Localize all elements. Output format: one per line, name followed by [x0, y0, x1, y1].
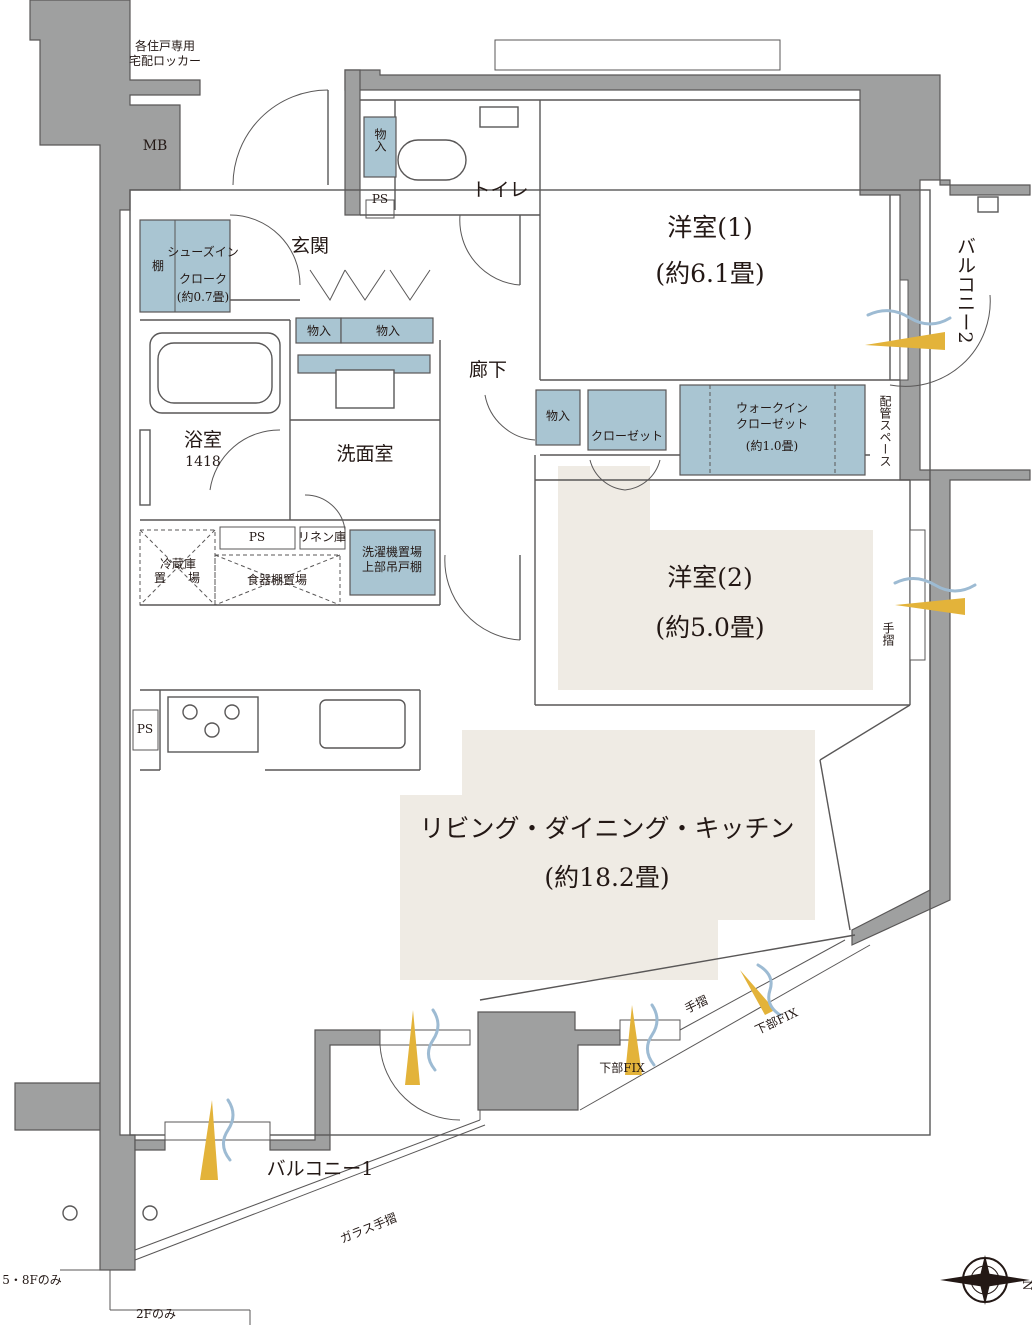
western-room-2-size: (約5.0畳): [655, 613, 764, 642]
entrance-label: 玄関: [291, 235, 329, 257]
entry-storage-1-label: 物入: [307, 324, 331, 338]
doors: [209, 89, 991, 1121]
floor-note-1: 5・8Fのみ: [2, 1273, 62, 1287]
storage-blocks: [139, 116, 866, 596]
ldk-floor: [400, 730, 815, 980]
handrail-east-label: 手摺: [881, 622, 895, 646]
wic-label-1: ウォークイン: [736, 401, 808, 415]
bath-size: 1418: [185, 454, 221, 470]
washer-label-2: 上部吊戸棚: [362, 559, 422, 574]
toilet-ps-label: PS: [372, 192, 388, 206]
wic-label-2: クローゼット: [736, 417, 808, 431]
balcony-2-label: バルコニー2: [954, 236, 976, 343]
fridge-label-1: 冷蔵庫: [160, 557, 196, 571]
wash-ps-label: PS: [249, 530, 265, 544]
walls: [14, 0, 1031, 1271]
western-room-1-size: (約6.1畳): [655, 259, 764, 288]
entry-storage-2-label: 物入: [376, 324, 400, 338]
toilet-label: トイレ: [471, 179, 528, 201]
fix-lower-2-label: 下部FIX: [752, 1004, 800, 1037]
mb-label: MB: [143, 138, 168, 154]
compass-icon: [940, 1255, 1030, 1305]
fridge-label-3: 場: [188, 571, 200, 585]
shelf-label: 棚: [152, 258, 164, 273]
linen-label: リネン庫: [298, 530, 346, 544]
dish-shelf-label: 食器棚置場: [247, 572, 307, 587]
ldk-name: リビング・ダイニング・キッチン: [419, 814, 794, 843]
fix-lower-1-label: 下部FIX: [599, 1060, 645, 1075]
floor-note-2: 2Fのみ: [136, 1307, 176, 1321]
bath-label: 浴室: [184, 429, 222, 451]
handrail-south-label: 手摺: [682, 992, 710, 1016]
locker-label-1: 各住戸専用: [135, 38, 195, 53]
toilet-storage-label: 物入: [373, 128, 387, 152]
washroom-label: 洗面室: [336, 443, 393, 465]
fixtures: [62, 106, 999, 1221]
compass-n-label: N: [1020, 1280, 1034, 1291]
kitchen-ps-label: PS: [137, 722, 153, 736]
closet-label: クローゼット: [591, 429, 663, 443]
ldk-size: (約18.2畳): [544, 863, 669, 892]
western-room-1-name: 洋室(1): [667, 213, 752, 242]
western-room-2-floor: [558, 466, 873, 690]
hall-storage-label: 物入: [546, 409, 570, 423]
interior-lines: [60, 99, 931, 1325]
appliance-zones: [132, 199, 395, 751]
pipe-space-label: 配管スペース: [878, 395, 892, 467]
corridor-label: 廊下: [469, 359, 507, 381]
western-room-2-name: 洋室(2): [667, 563, 752, 592]
shoes-cloak-label-3: (約0.7畳): [177, 289, 229, 304]
fridge-label-2: 置: [154, 571, 166, 585]
wic-label-3: (約1.0畳): [746, 438, 798, 453]
windows: [164, 39, 926, 1141]
washer-label-1: 洗濯機置場: [362, 544, 422, 559]
shoes-cloak-label-2: クローク: [179, 272, 227, 286]
locker-label-2: 宅配ロッカー: [129, 53, 201, 68]
shoes-cloak-label-1: シューズイン: [167, 244, 238, 259]
light-wind-markers: [200, 309, 977, 1180]
balcony-1-label: バルコニー1: [267, 1158, 374, 1180]
glass-handrail-label: ガラス手摺: [338, 1210, 399, 1246]
